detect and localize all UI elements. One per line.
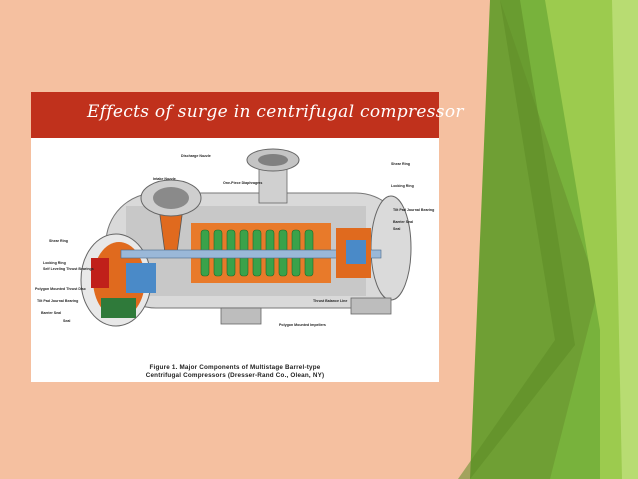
label-barrier-seal-left: Barrier Seal [41,311,61,315]
label-seal-right: Seal [393,227,400,231]
left-seal-block [101,298,136,318]
label-discharge-nozzle: Discharge Nozzle [181,154,211,158]
left-thrust-bearing [126,263,156,293]
label-shear-ring-left: Shear Ring [49,239,68,243]
label-one-piece-diaphragms: One-Piece Diaphragms [223,181,262,185]
label-polygon-mounted-impellers: Polygon Mounted Impellers [279,323,326,327]
title-bar: Effects of surge in centrifugal compress… [31,92,463,138]
compressor-figure: Discharge Nozzle Intake Nozzle One-Piece… [31,138,439,382]
left-support-foot [220,307,262,325]
label-tilt-pad-journal-bearing-right: Tilt Pad Journal Bearing [393,208,434,212]
compressor-cutaway-illustration: Discharge Nozzle Intake Nozzle One-Piece… [35,148,434,327]
label-self-leveling-thrust-bearings: Self Leveling Thrust Bearings [43,267,94,271]
label-intake-nozzle: Intake Nozzle [153,177,176,181]
label-shear-ring-right: Shear Ring [391,162,410,166]
slide-title: Effects of surge in centrifugal compress… [87,102,464,122]
wedge-highlight [612,0,638,479]
left-red-seal [91,258,109,288]
wedge-shadow [458,0,575,479]
discharge-nozzle-opening [258,154,288,166]
label-polygon-mounted-thrust-disc: Polygon Mounted Thrust Disc [35,287,86,291]
label-thrust-balance-line: Thrust Balance Line [313,299,347,303]
label-locking-ring-right: Locking Ring [391,184,414,188]
label-seal-left: Seal [63,319,70,323]
label-tilt-pad-journal-bearing-left: Tilt Pad Journal Bearing [37,299,78,303]
intake-nozzle-opening [153,187,189,209]
figure-caption-line-1: Figure 1. Major Components of Multistage… [149,364,321,371]
label-locking-ring-left: Locking Ring [43,261,66,265]
right-support-foot [350,297,392,315]
right-bearing [346,240,366,264]
figure-caption-line-2: Centrifugal Compressors (Dresser-Rand Co… [145,372,325,379]
label-barrier-seal-right: Barrier Seal [393,220,413,224]
rotor-shaft [120,249,382,259]
